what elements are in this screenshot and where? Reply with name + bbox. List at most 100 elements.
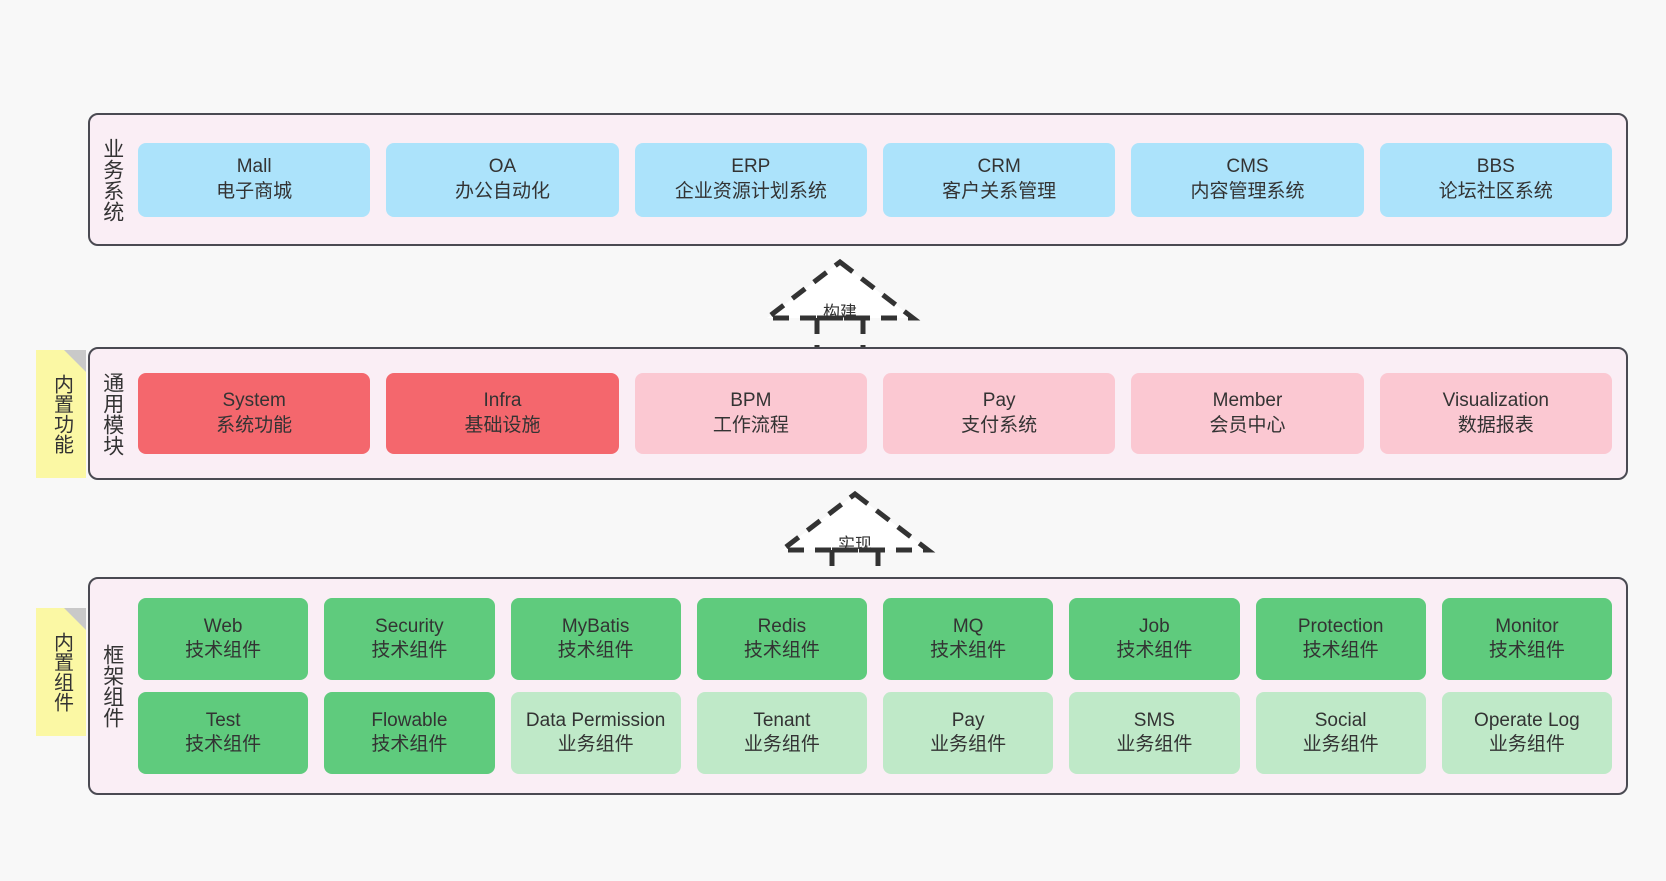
- card-row: Test 技术组件 Flowable 技术组件 Data Permission …: [138, 692, 1612, 774]
- card-desc: 技术组件: [1116, 640, 1193, 661]
- card-monitor[interactable]: Monitor 技术组件: [1441, 598, 1612, 680]
- card-flowable[interactable]: Flowable 技术组件: [324, 692, 495, 774]
- card-bbs[interactable]: BBS 论坛社区系统: [1379, 142, 1612, 217]
- card-pay[interactable]: Pay 支付系统: [882, 373, 1116, 454]
- card-web[interactable]: Web 技术组件: [138, 598, 309, 680]
- card-desc: 业务组件: [1488, 734, 1565, 755]
- card-oa[interactable]: OA 办公自动化: [386, 142, 619, 217]
- dashed-generalization-arrow-icon: [774, 490, 936, 583]
- layer-common-modules: 通用模块 System 系统功能 Infra 基础设施 BPM 工作流程 Pay…: [88, 347, 1628, 480]
- card-desc: 会员中心: [1209, 414, 1286, 436]
- layer-body-common: System 系统功能 Infra 基础设施 BPM 工作流程 Pay 支付系统…: [134, 349, 1626, 478]
- card-system[interactable]: System 系统功能: [138, 373, 371, 454]
- card-desc: 技术组件: [930, 640, 1007, 661]
- folded-corner-icon: [64, 350, 86, 372]
- card-mall[interactable]: Mall 电子商城: [138, 142, 371, 217]
- card-cms[interactable]: CMS 内容管理系统: [1131, 142, 1364, 217]
- card-row: Web 技术组件 Security 技术组件 MyBatis 技术组件 Redi…: [138, 598, 1612, 680]
- layer-title-business: 业务系统: [100, 137, 124, 222]
- card-name: CMS: [1226, 156, 1269, 178]
- note-builtin-components: 内置组件: [36, 608, 86, 736]
- card-tenant[interactable]: Tenant 业务组件: [696, 692, 867, 774]
- layer-business-systems: 业务系统 Mall 电子商城 OA 办公自动化 ERP 企业资源计划系统 CRM…: [88, 113, 1628, 246]
- layer-framework-components: 框架组件 Web 技术组件 Security 技术组件 MyBatis 技术组件…: [88, 577, 1628, 795]
- card-visualization[interactable]: Visualization 数据报表: [1379, 373, 1612, 454]
- card-desc: 系统功能: [216, 414, 293, 436]
- card-desc: 技术组件: [185, 640, 262, 661]
- card-data-permission[interactable]: Data Permission 业务组件: [510, 692, 681, 774]
- card-name: Security: [375, 615, 444, 637]
- card-name: Flowable: [371, 709, 448, 731]
- card-name: System: [222, 390, 286, 412]
- card-row: System 系统功能 Infra 基础设施 BPM 工作流程 Pay 支付系统…: [138, 373, 1612, 454]
- card-bpm[interactable]: BPM 工作流程: [634, 373, 867, 454]
- card-name: Tenant: [753, 709, 811, 731]
- dashed-generalization-arrow-icon: [759, 258, 921, 351]
- card-name: Pay: [951, 709, 985, 731]
- card-row: Mall 电子商城 OA 办公自动化 ERP 企业资源计划系统 CRM 客户关系…: [138, 142, 1612, 217]
- card-desc: 业务组件: [557, 734, 634, 755]
- card-desc: 工作流程: [712, 414, 789, 436]
- card-crm[interactable]: CRM 客户关系管理: [882, 142, 1116, 217]
- card-name: Visualization: [1442, 390, 1549, 412]
- card-redis[interactable]: Redis 技术组件: [696, 598, 867, 680]
- layer-body-business: Mall 电子商城 OA 办公自动化 ERP 企业资源计划系统 CRM 客户关系…: [134, 115, 1626, 244]
- card-desc: 业务组件: [930, 734, 1007, 755]
- card-desc: 内容管理系统: [1190, 180, 1305, 202]
- connector-implement: 实现: [770, 488, 940, 583]
- card-desc: 电子商城: [216, 180, 293, 202]
- card-security[interactable]: Security 技术组件: [324, 598, 495, 680]
- card-name: Redis: [757, 615, 807, 637]
- card-test[interactable]: Test 技术组件: [138, 692, 309, 774]
- card-name: CRM: [977, 156, 1021, 178]
- card-mq[interactable]: MQ 技术组件: [883, 598, 1054, 680]
- card-name: Data Permission: [525, 709, 666, 731]
- card-desc: 基础设施: [464, 414, 541, 436]
- card-desc: 技术组件: [185, 734, 262, 755]
- card-name: Pay: [982, 390, 1016, 412]
- card-protection[interactable]: Protection 技术组件: [1255, 598, 1426, 680]
- card-name: BPM: [730, 390, 772, 412]
- card-job[interactable]: Job 技术组件: [1069, 598, 1240, 680]
- card-name: Protection: [1297, 615, 1384, 637]
- connector-build: 构建: [755, 256, 925, 351]
- card-member[interactable]: Member 会员中心: [1131, 373, 1364, 454]
- card-name: Member: [1212, 390, 1283, 412]
- card-desc: 业务组件: [1116, 734, 1193, 755]
- card-desc: 企业资源计划系统: [674, 180, 827, 202]
- note-label: 内置功能: [50, 374, 73, 454]
- card-desc: 技术组件: [371, 734, 448, 755]
- card-name: Job: [1139, 615, 1170, 637]
- layer-title-common: 通用模块: [100, 371, 124, 456]
- card-name: Web: [203, 615, 243, 637]
- card-pay-business[interactable]: Pay 业务组件: [883, 692, 1054, 774]
- card-desc: 支付系统: [961, 414, 1038, 436]
- card-desc: 业务组件: [1302, 734, 1379, 755]
- card-desc: 办公自动化: [454, 180, 550, 202]
- layer-body-framework: Web 技术组件 Security 技术组件 MyBatis 技术组件 Redi…: [134, 579, 1626, 793]
- card-social[interactable]: Social 业务组件: [1255, 692, 1426, 774]
- card-erp[interactable]: ERP 企业资源计划系统: [634, 142, 867, 217]
- card-sms[interactable]: SMS 业务组件: [1069, 692, 1240, 774]
- card-name: Infra: [483, 390, 522, 412]
- card-name: MyBatis: [561, 615, 630, 637]
- card-mybatis[interactable]: MyBatis 技术组件: [510, 598, 681, 680]
- card-name: OA: [488, 156, 517, 178]
- card-name: BBS: [1476, 156, 1515, 178]
- note-label: 内置组件: [50, 632, 73, 712]
- card-desc: 客户关系管理: [942, 180, 1057, 202]
- card-operate-log[interactable]: Operate Log 业务组件: [1441, 692, 1612, 774]
- card-name: Monitor: [1495, 615, 1559, 637]
- card-desc: 技术组件: [1488, 640, 1565, 661]
- card-name: Mall: [236, 156, 272, 178]
- card-desc: 论坛社区系统: [1438, 180, 1553, 202]
- card-desc: 技术组件: [1302, 640, 1379, 661]
- card-desc: 技术组件: [371, 640, 448, 661]
- folded-corner-icon: [64, 608, 86, 630]
- card-name: Test: [205, 709, 241, 731]
- card-name: MQ: [952, 615, 984, 637]
- card-infra[interactable]: Infra 基础设施: [386, 373, 619, 454]
- card-name: ERP: [731, 156, 771, 178]
- card-name: Social: [1314, 709, 1367, 731]
